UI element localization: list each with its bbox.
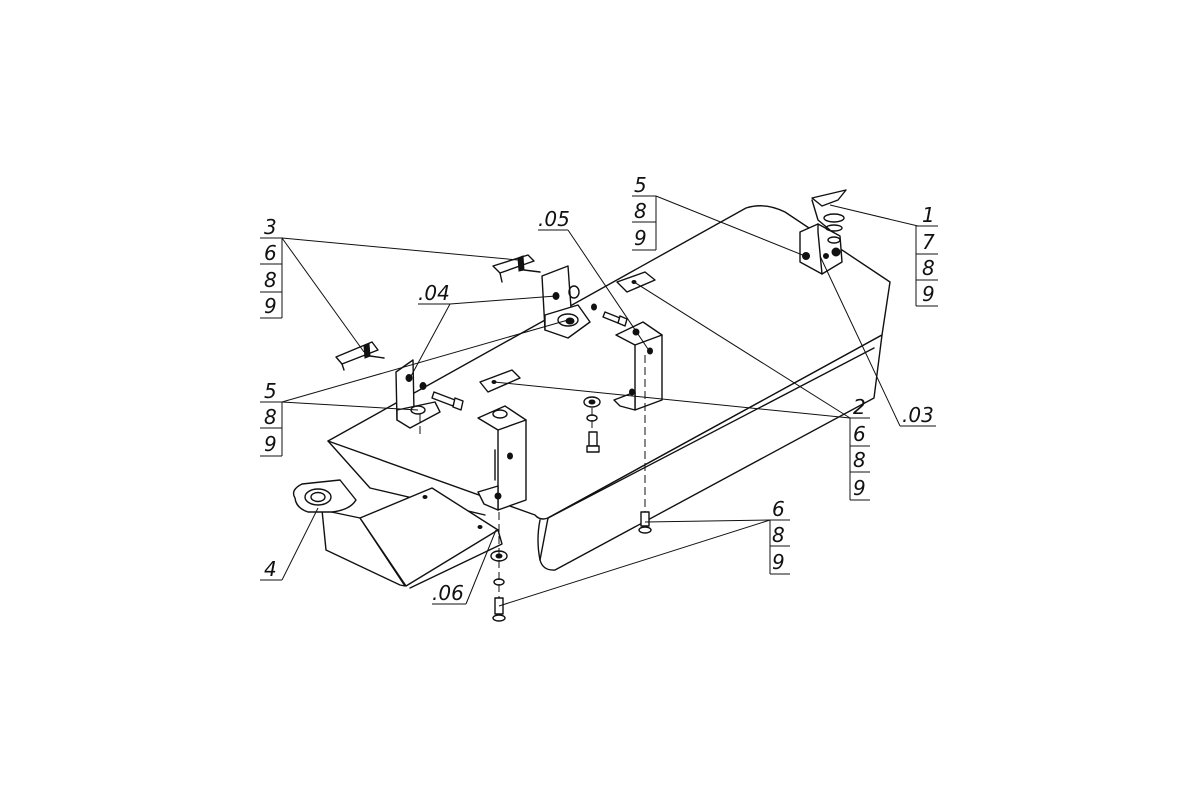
- callout-4: 4: [260, 557, 282, 581]
- callout-2-label: 8: [853, 448, 866, 472]
- callout-04-label: .04: [418, 281, 450, 305]
- callout-03: .03: [900, 403, 936, 427]
- callout-5-label: 5: [634, 173, 647, 197]
- bolt-vertical-centre: [586, 431, 600, 453]
- callout-05: .05: [538, 207, 570, 231]
- callout-5-label: 9: [264, 432, 277, 456]
- bracket-left: [395, 359, 441, 438]
- callout-06-label: .06: [432, 581, 464, 605]
- callout-2-label: 2: [853, 395, 866, 419]
- callout-5-left: 5 8 9: [260, 379, 283, 457]
- callout-04: .04: [418, 281, 450, 305]
- bracket-top: [541, 265, 597, 339]
- bolt-horizontal-left: [431, 391, 464, 411]
- callout-2-label: 9: [853, 476, 866, 500]
- bracket-front: [477, 405, 527, 511]
- bolt-horizontal-top: [602, 311, 628, 327]
- callout-5-label: 5: [264, 379, 277, 403]
- callout-6: 6 8 9: [769, 497, 790, 575]
- front-section-part: [321, 487, 503, 589]
- callout-6-label: 8: [772, 523, 785, 547]
- ear-bracket-part-4: [292, 479, 357, 513]
- callout-1: 1 7 8 9: [915, 203, 938, 307]
- callout-6-label: 6: [772, 497, 785, 521]
- callout-1-label: 9: [922, 282, 935, 306]
- hook-part-1: [811, 189, 847, 244]
- callout-5-label: 8: [264, 405, 277, 429]
- callout-3-label: 8: [264, 268, 277, 292]
- callout-4-label: 4: [264, 557, 277, 581]
- bolt-vertical-right: [638, 511, 652, 534]
- callout-1-label: 1: [922, 203, 935, 227]
- callout-5-label: 9: [634, 226, 647, 250]
- main-skid-plate: [327, 205, 891, 571]
- bracket-rear: [799, 223, 843, 275]
- callout-5-top: 5 8 9: [632, 173, 657, 251]
- callout-06: .06: [432, 581, 466, 605]
- bracket-right: [613, 321, 663, 411]
- clip-part-3-upper: [492, 254, 541, 283]
- callout-1-label: 8: [922, 256, 935, 280]
- callout-03-label: .03: [902, 403, 934, 427]
- callout-5-label: 8: [634, 199, 647, 223]
- callout-3: 3 6 8 9: [260, 215, 283, 319]
- callout-2-label: 6: [853, 422, 866, 446]
- callout-6-label: 9: [772, 550, 785, 574]
- clip-part-3-lower: [335, 341, 385, 371]
- callout-2: 2 6 8 9: [849, 395, 870, 501]
- leader-lines: [281, 195, 919, 607]
- callout-3-label: 3: [264, 215, 277, 239]
- callout-3-label: 9: [264, 294, 277, 318]
- callout-1-label: 7: [922, 230, 935, 254]
- nut-washer-centre: [583, 396, 601, 422]
- callout-05-label: .05: [538, 207, 570, 231]
- callout-3-label: 6: [264, 241, 277, 265]
